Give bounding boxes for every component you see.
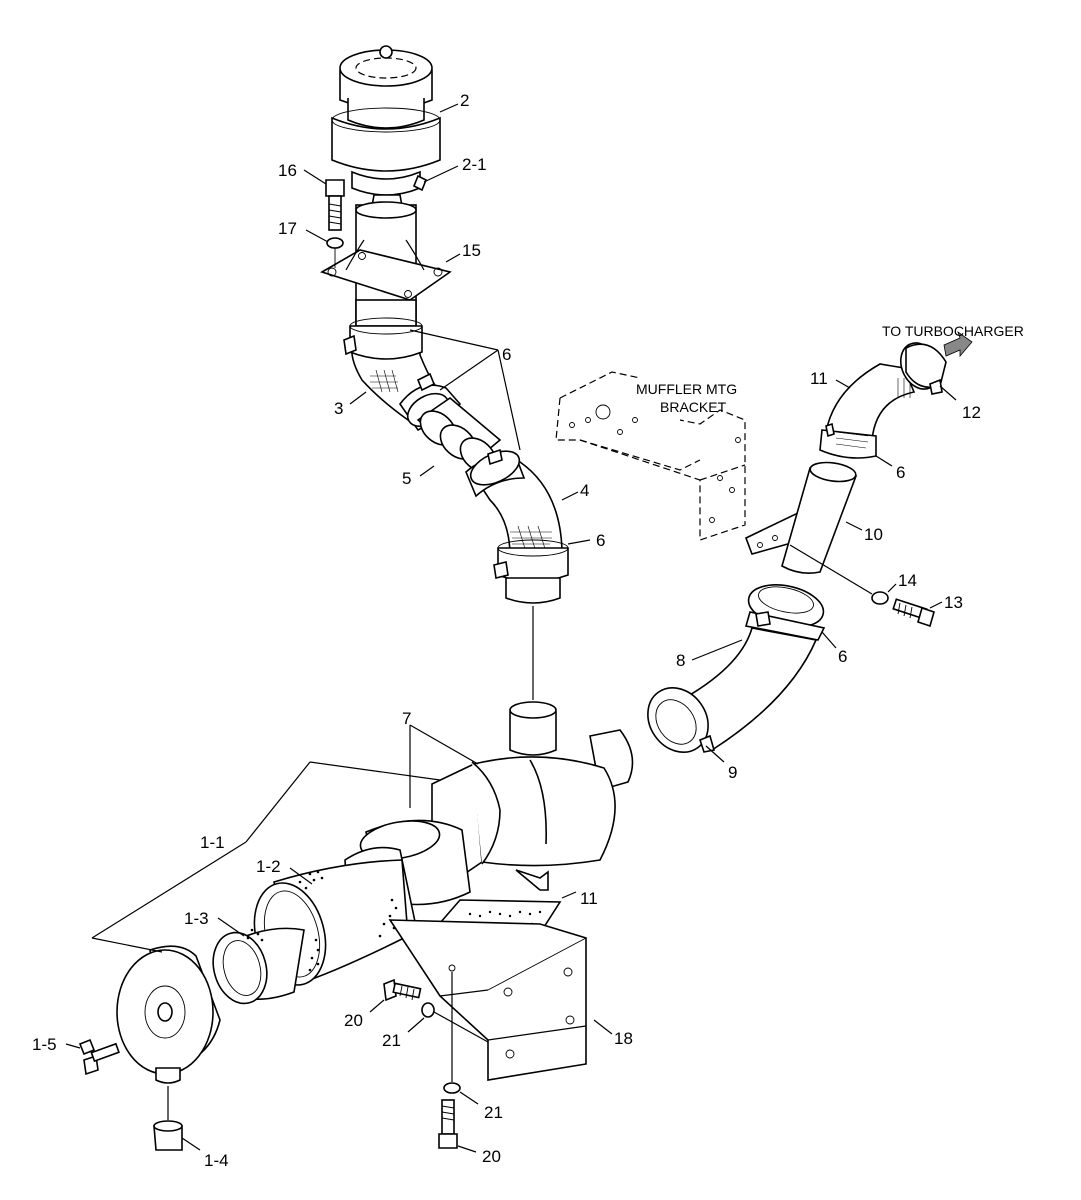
label-6-top: 6 — [502, 345, 511, 364]
bolt-20-bottom — [438, 1099, 458, 1149]
leader-lines — [65, 103, 957, 1153]
end-cover — [116, 945, 221, 1084]
filter-element-1-3 — [212, 927, 305, 1005]
label-16: 16 — [278, 161, 297, 180]
label-20-mid: 20 — [344, 1011, 363, 1030]
label-11-top: 11 — [810, 369, 828, 388]
label-8: 8 — [676, 651, 685, 670]
clamp-9 — [647, 687, 716, 753]
label-1-1: 1-1 — [200, 833, 225, 852]
precleaner-cap — [331, 45, 441, 172]
wing-nut-1-5 — [78, 1038, 120, 1076]
turbocharger-arrow — [943, 330, 973, 358]
tube-10 — [781, 461, 858, 574]
support-bracket-18 — [388, 919, 587, 1081]
elbow-3 — [343, 317, 462, 432]
washer-21-mid — [421, 1002, 489, 1043]
muffler-mounting-bracket — [555, 371, 746, 541]
washer-17 — [326, 237, 344, 268]
bolt-13 — [892, 598, 935, 628]
label-5: 5 — [402, 469, 411, 488]
label-21-bottom: 21 — [484, 1103, 503, 1122]
label-12: 12 — [962, 403, 981, 422]
label-6-elbow: 6 — [596, 531, 605, 550]
label-11-bottom: 11 — [580, 889, 598, 908]
label-17: 17 — [278, 219, 297, 238]
note-to-turbocharger: TO TURBOCHARGER — [882, 323, 1024, 339]
label-1-3: 1-3 — [184, 909, 209, 928]
label-2-1: 2-1 — [462, 155, 487, 174]
clamp-6-mid — [744, 584, 826, 641]
elbow-11-top — [819, 363, 916, 459]
label-1-2: 1-2 — [256, 857, 281, 876]
label-21-mid: 21 — [382, 1031, 401, 1050]
label-3: 3 — [334, 399, 343, 418]
valve-1-4 — [153, 1086, 183, 1151]
elbow-4 — [465, 448, 569, 604]
label-18: 18 — [614, 1029, 633, 1048]
label-2: 2 — [460, 91, 469, 110]
label-4: 4 — [580, 481, 589, 500]
inlet-tube-15 — [320, 201, 452, 327]
hose-5 — [416, 396, 502, 473]
label-20-bottom: 20 — [482, 1147, 501, 1166]
clamp-12 — [899, 342, 947, 395]
part-labels: 2 2-1 16 17 15 6 3 5 4 6 11 12 6 10 14 1… — [32, 91, 1024, 1170]
clamp-2-1 — [351, 170, 428, 207]
label-9: 9 — [728, 763, 737, 782]
label-1-4: 1-4 — [204, 1151, 229, 1170]
bolt-20-mid — [383, 978, 422, 1002]
label-6-mid: 6 — [838, 647, 847, 666]
label-10: 10 — [864, 525, 883, 544]
label-15: 15 — [462, 241, 481, 260]
note-bracket-line1: MUFFLER MTG — [636, 381, 737, 397]
bolt-16 — [325, 179, 345, 231]
label-14: 14 — [898, 571, 917, 590]
label-13: 13 — [944, 593, 963, 612]
label-6-right: 6 — [896, 463, 905, 482]
washer-21-bottom — [443, 972, 461, 1094]
label-7: 7 — [402, 709, 411, 728]
washer-14 — [789, 544, 889, 605]
note-bracket-line2: BRACKET — [660, 399, 727, 415]
leader-6-top — [409, 329, 521, 451]
label-1-5: 1-5 — [32, 1035, 57, 1054]
